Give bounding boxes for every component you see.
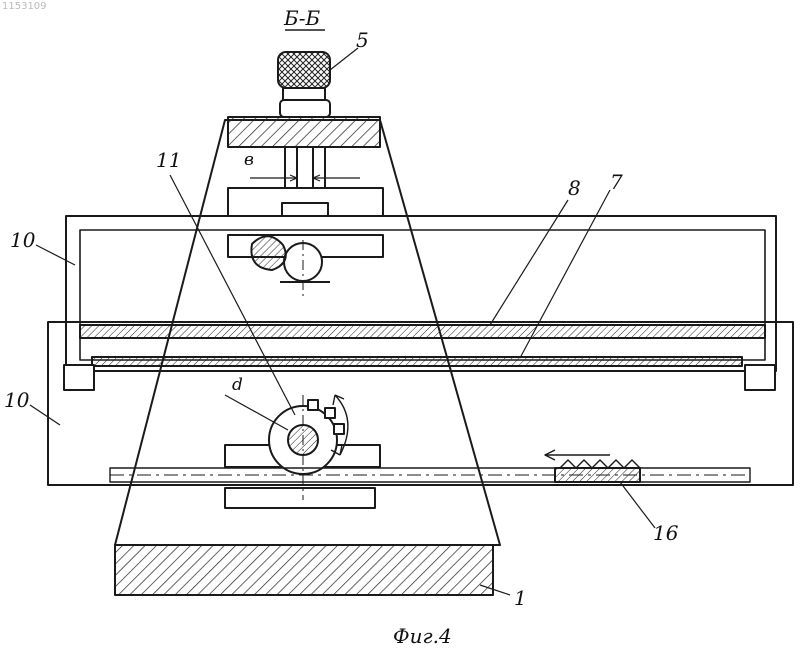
base-1	[115, 545, 493, 595]
dimension-diameter-label: d	[232, 377, 243, 394]
section-label: Б-Б	[284, 8, 320, 28]
rail-7	[92, 357, 742, 366]
doc-number: 1153109	[2, 2, 47, 12]
rail-8	[80, 325, 765, 338]
label-frame-upper: 10	[10, 230, 35, 250]
label-gear: 11	[156, 150, 181, 170]
label-base: 1	[514, 588, 527, 608]
label-rail-lower: 7	[610, 172, 623, 192]
screw-neck	[283, 88, 325, 100]
label-rack: 16	[653, 523, 678, 543]
dimension-width-label: в	[244, 152, 254, 169]
clamp-block	[228, 117, 380, 147]
label-rail-upper: 8	[568, 178, 581, 198]
label-frame-lower: 10	[4, 390, 29, 410]
label-clamp-screw: 5	[356, 30, 369, 50]
screw-knurl	[278, 52, 330, 88]
screw-collar	[280, 100, 330, 117]
figure-caption: Фиг.4	[393, 626, 452, 646]
